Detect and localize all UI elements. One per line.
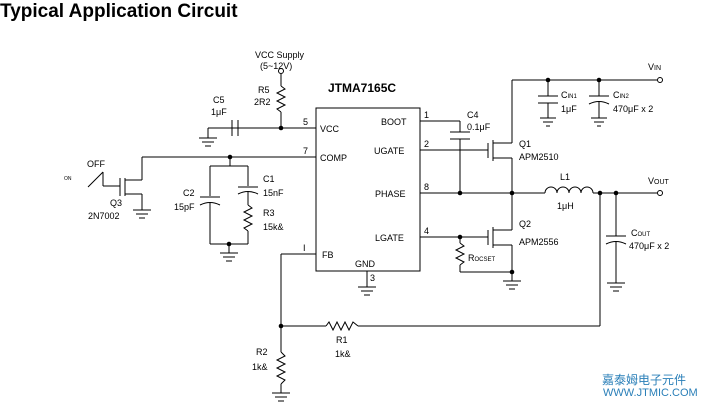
c1-value: 15nF bbox=[263, 188, 284, 198]
junction-dots bbox=[226, 77, 619, 329]
page-title: Typical Application Circuit bbox=[0, 1, 238, 22]
fb-net bbox=[272, 253, 600, 402]
cout-ref: COUT bbox=[631, 228, 651, 238]
pin-num-4: 4 bbox=[424, 226, 429, 236]
c4-value: 0.1μF bbox=[467, 122, 491, 132]
q2-value: APM2556 bbox=[519, 237, 559, 247]
c2-value: 15pF bbox=[174, 202, 195, 212]
pin-num-1: 1 bbox=[424, 110, 429, 120]
q2-mosfet bbox=[480, 193, 521, 290]
l1-value: 1μH bbox=[557, 201, 574, 211]
c1-ref: C1 bbox=[263, 174, 275, 184]
pin-name-vcc: VCC bbox=[320, 124, 340, 134]
ic-part-number: JTMA7165C bbox=[328, 81, 396, 95]
r3-ref: R3 bbox=[263, 208, 275, 218]
pin-num-8: 8 bbox=[424, 182, 429, 192]
pin-name-ugate: UGATE bbox=[374, 146, 404, 156]
watermark-chinese: 嘉泰姆电子元件 bbox=[602, 373, 687, 387]
comp-net bbox=[141, 156, 316, 196]
q1-ref: Q1 bbox=[519, 139, 531, 149]
q1-mosfet bbox=[480, 80, 513, 193]
vin-label: VIN bbox=[648, 62, 661, 72]
r2-resistor bbox=[275, 351, 287, 385]
cin1-capacitor bbox=[538, 80, 558, 127]
ic-body bbox=[315, 107, 421, 272]
q3-transistor bbox=[87, 171, 151, 219]
c4-capacitor bbox=[450, 121, 470, 193]
pin-name-phase: PHASE bbox=[375, 189, 406, 199]
r1-value: 1k& bbox=[335, 349, 351, 359]
pin-name-gnd: GND bbox=[355, 259, 376, 269]
r2-value: 1k& bbox=[252, 362, 268, 372]
cin2-ref: CIN2 bbox=[613, 90, 630, 100]
watermark-url: WWW.JTMIC.COM bbox=[603, 387, 698, 399]
c5-value: 1μF bbox=[211, 107, 227, 117]
pin-num-7: 7 bbox=[303, 146, 308, 156]
q3-ref: Q3 bbox=[110, 198, 122, 208]
pin-num-2: 2 bbox=[424, 139, 429, 149]
c2-capacitor bbox=[199, 196, 221, 244]
c5-ref: C5 bbox=[213, 95, 225, 105]
pin-name-lgate: LGATE bbox=[375, 233, 404, 243]
l1-ref: L1 bbox=[560, 172, 570, 182]
gnd-pin-net bbox=[358, 271, 376, 296]
r2-ref: R2 bbox=[256, 347, 268, 357]
pin-name-boot: BOOT bbox=[381, 117, 407, 127]
cout-value: 470μF x 2 bbox=[629, 241, 669, 251]
vin-rail bbox=[512, 77, 663, 83]
vout-label: VOUT bbox=[648, 176, 670, 186]
c4-ref: C4 bbox=[467, 110, 479, 120]
pin-name-fb: FB bbox=[322, 250, 334, 260]
q3-value: 2N7002 bbox=[88, 211, 120, 221]
c5-capacitor bbox=[199, 120, 246, 147]
off-label: OFF bbox=[87, 159, 105, 169]
cin1-value: 1μF bbox=[561, 104, 577, 114]
pin-name-comp: COMP bbox=[320, 153, 347, 163]
on-label: ON bbox=[64, 176, 72, 182]
r5-ref: R5 bbox=[258, 85, 270, 95]
pin-num-fb-mark: I bbox=[303, 243, 306, 253]
cin2-value: 470μF x 2 bbox=[613, 104, 653, 114]
rocset-resistor bbox=[454, 237, 512, 273]
c2-ref: C2 bbox=[183, 188, 195, 198]
cout-capacitor bbox=[605, 193, 627, 292]
c1-capacitor bbox=[237, 186, 259, 205]
rocset-ref: ROCSET bbox=[468, 253, 496, 263]
cin2-capacitor bbox=[588, 80, 610, 127]
r1-ref: R1 bbox=[336, 335, 348, 345]
r3-resistor bbox=[210, 204, 254, 262]
pin-num-5: 5 bbox=[303, 117, 308, 127]
l1-inductor bbox=[544, 186, 594, 194]
vcc-supply-range: (5~12V) bbox=[260, 61, 292, 71]
vcc-supply-label: VCC Supply bbox=[255, 50, 305, 60]
q1-value: APM2510 bbox=[519, 152, 559, 162]
cin1-ref: CIN1 bbox=[561, 90, 578, 100]
q2-ref: Q2 bbox=[519, 219, 531, 229]
vout-rail bbox=[593, 190, 663, 326]
r5-value: 2R2 bbox=[254, 97, 271, 107]
pin-num-3: 3 bbox=[370, 273, 375, 283]
r1-resistor bbox=[325, 320, 359, 332]
r3-value: 15k& bbox=[263, 222, 284, 232]
